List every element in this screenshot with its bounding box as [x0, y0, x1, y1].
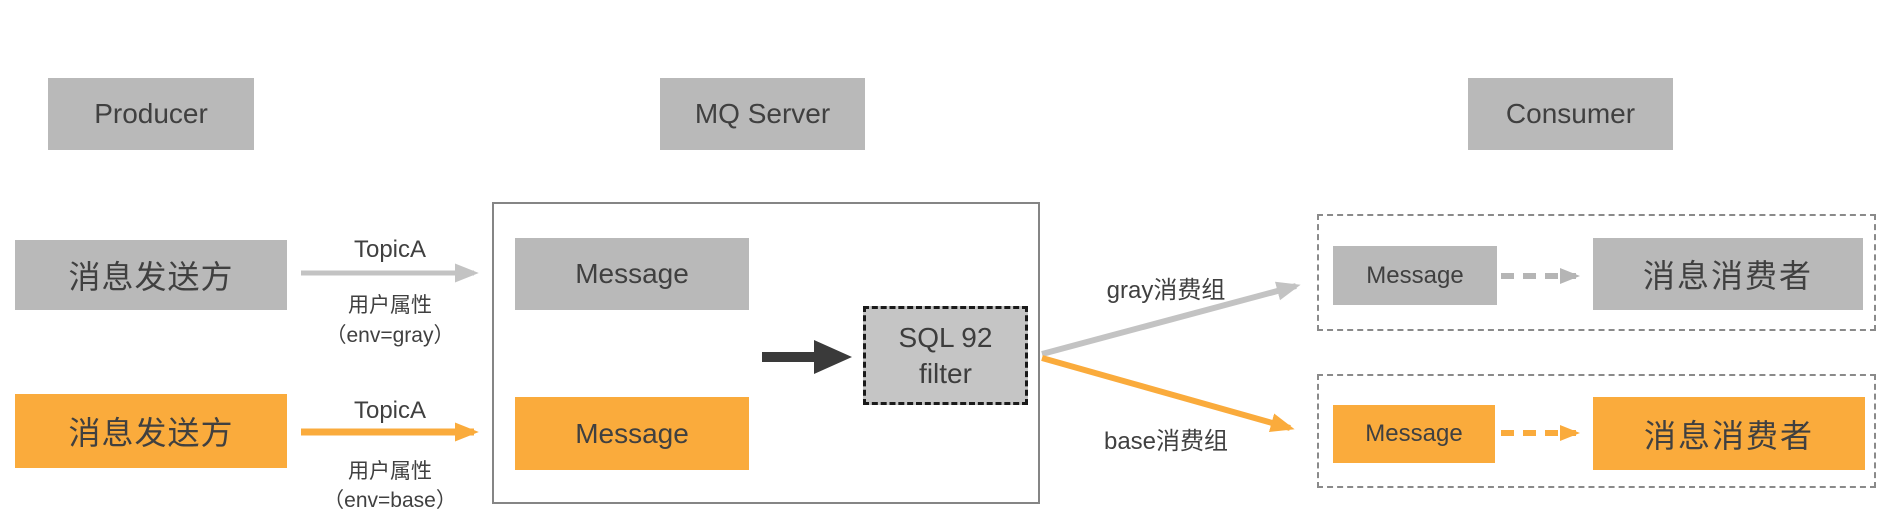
sender-base-label: 消息发送方 — [68, 415, 234, 451]
consumer-group-container-base — [1317, 374, 1876, 488]
producer-title-box: Producer — [48, 78, 254, 150]
mq-server-title-box: MQ Server — [660, 78, 865, 150]
user-attr-label-gray: 用户属性 — [348, 294, 432, 317]
route-label-gray-group: gray消费组 — [1106, 277, 1226, 304]
consumer-message-box-gray: Message — [1333, 246, 1497, 305]
consumer-title-label: Consumer — [1505, 98, 1636, 129]
consumer-group-container-gray — [1317, 214, 1876, 331]
sql92-filter-box: SQL 92 filter — [863, 306, 1028, 405]
consumer-title-box: Consumer — [1468, 78, 1673, 150]
sql92-filter-line2: filter — [919, 357, 972, 389]
mq-server-container — [492, 202, 1040, 504]
producer-title-label: Producer — [94, 98, 208, 129]
mq-message-orange-label: Message — [575, 417, 689, 449]
consumer-box-orange: 消息消费者 — [1593, 397, 1865, 470]
sender-box-gray: 消息发送方 — [15, 240, 287, 310]
user-attr-label-base: 用户属性 — [348, 460, 432, 483]
consumer-message-box-orange: Message — [1333, 405, 1495, 463]
consumer-orange-label: 消息消费者 — [1643, 417, 1814, 454]
route-arrow-orange-icon — [1041, 355, 1295, 433]
sender-box-base: 消息发送方 — [15, 394, 287, 468]
mq-message-box-gray: Message — [515, 238, 749, 310]
topic-label-gray: TopicA — [353, 236, 427, 263]
mq-message-box-orange: Message — [515, 397, 749, 470]
consumer-message-gray-label: Message — [1366, 261, 1464, 289]
consumer-message-orange-label: Message — [1365, 420, 1463, 447]
mq-message-gray-label: Message — [575, 258, 689, 289]
mq-server-title-label: MQ Server — [694, 98, 831, 129]
topic-label-base: TopicA — [353, 397, 427, 424]
user-attr-value-gray: （env=gray） — [325, 324, 455, 347]
consumer-gray-label: 消息消费者 — [1642, 258, 1813, 294]
sender-gray-label: 消息发送方 — [68, 259, 234, 295]
user-attr-value-base: （env=base） — [323, 489, 457, 512]
consumer-box-gray: 消息消费者 — [1593, 238, 1863, 310]
sql92-filter-line1: SQL 92 — [898, 321, 993, 353]
route-label-base-group: base消费组 — [1103, 428, 1229, 455]
